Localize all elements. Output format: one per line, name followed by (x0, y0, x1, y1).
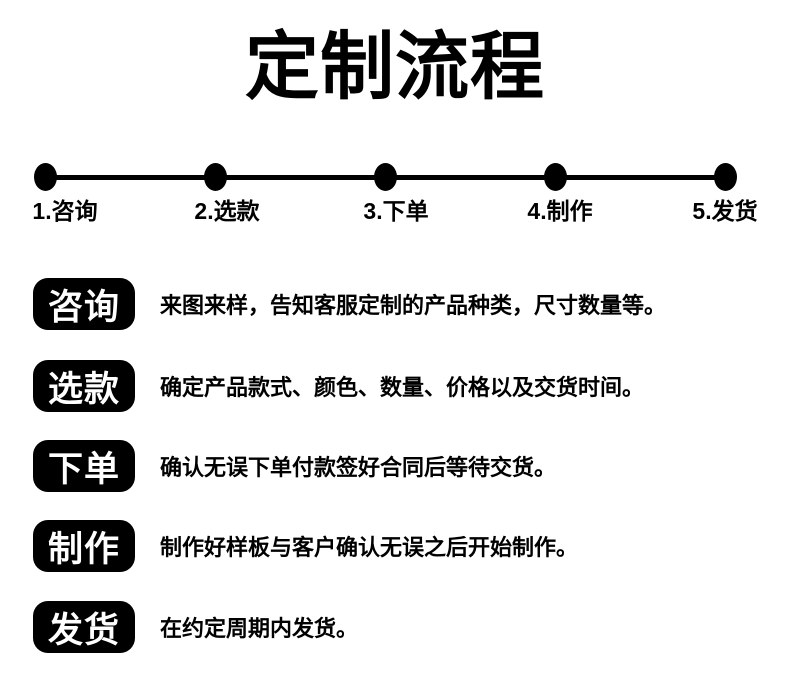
timeline-step-label-3: 3.下单 (363, 198, 429, 224)
page-title: 定制流程 (245, 25, 545, 108)
step-badge-produce: 制作 (33, 520, 135, 572)
process-timeline: 1.咨询 2.选款 3.下单 4.制作 5.发货 (0, 150, 790, 230)
timeline-dot-5 (714, 163, 737, 191)
step-badge-ship: 发货 (33, 601, 135, 653)
timeline-step-label-2: 2.选款 (194, 198, 260, 224)
process-step-row-select: 选款 确定产品款式、颜色、数量、价格以及交货时间。 (0, 360, 790, 412)
process-step-row-ship: 发货 在约定周期内发货。 (0, 601, 790, 653)
step-description-order: 确认无误下单付款签好合同后等待交货。 (160, 455, 557, 480)
step-description-ship: 在约定周期内发货。 (160, 616, 359, 641)
step-description-select: 确定产品款式、颜色、数量、价格以及交货时间。 (160, 375, 645, 400)
process-step-row-consult: 咨询 来图来样，告知客服定制的产品种类，尺寸数量等。 (0, 278, 790, 330)
timeline-step-label-4: 4.制作 (527, 198, 593, 224)
process-step-row-produce: 制作 制作好样板与客户确认无误之后开始制作。 (0, 520, 790, 572)
step-badge-select: 选款 (33, 360, 135, 412)
step-description-consult: 来图来样，告知客服定制的产品种类，尺寸数量等。 (160, 293, 667, 318)
step-badge-order: 下单 (33, 440, 135, 492)
timeline-dot-2 (204, 163, 227, 191)
process-step-row-order: 下单 确认无误下单付款签好合同后等待交货。 (0, 440, 790, 492)
timeline-step-label-1: 1.咨询 (32, 198, 98, 224)
step-badge-consult: 咨询 (33, 278, 135, 330)
step-description-produce: 制作好样板与客户确认无误之后开始制作。 (160, 535, 579, 560)
timeline-dot-1 (34, 163, 57, 191)
timeline-dot-3 (374, 163, 397, 191)
timeline-dot-4 (544, 163, 567, 191)
timeline-step-label-5: 5.发货 (692, 198, 758, 224)
